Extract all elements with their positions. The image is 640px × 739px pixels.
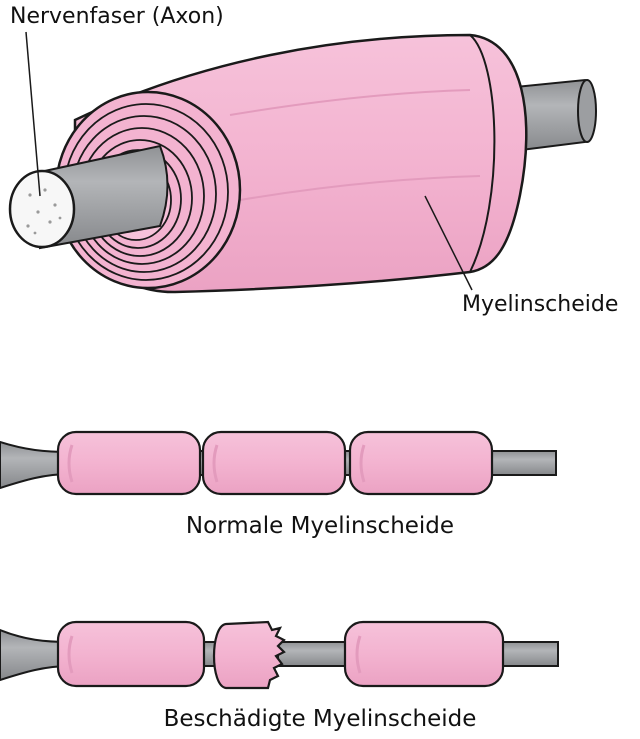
normal-axon-right	[489, 450, 557, 476]
damaged-myelin-segment-3	[343, 620, 505, 688]
damaged-myelin-segment-broken	[212, 620, 286, 690]
caption-damaged-myelin: Beschädigte Myelinscheide	[163, 706, 477, 732]
normal-myelin-segment-1	[56, 430, 202, 496]
label-axon: Nervenfaser (Axon)	[10, 4, 224, 29]
damaged-myelin-illustration	[0, 620, 559, 690]
axon-cross-section	[8, 169, 76, 249]
myelin-leader-line	[424, 195, 473, 291]
normal-myelin-segment-2	[201, 430, 347, 496]
axon-leader-line	[25, 31, 41, 197]
large-myelin-illustration	[8, 31, 597, 294]
label-myelin-sheath: Myelinscheide	[462, 292, 619, 317]
normal-myelin-illustration	[0, 430, 557, 496]
damaged-axon-right	[499, 641, 559, 667]
caption-normal-myelin: Normale Myelinscheide	[185, 513, 455, 539]
damaged-myelin-segment-1	[56, 620, 206, 688]
normal-myelin-segment-3	[348, 430, 494, 496]
